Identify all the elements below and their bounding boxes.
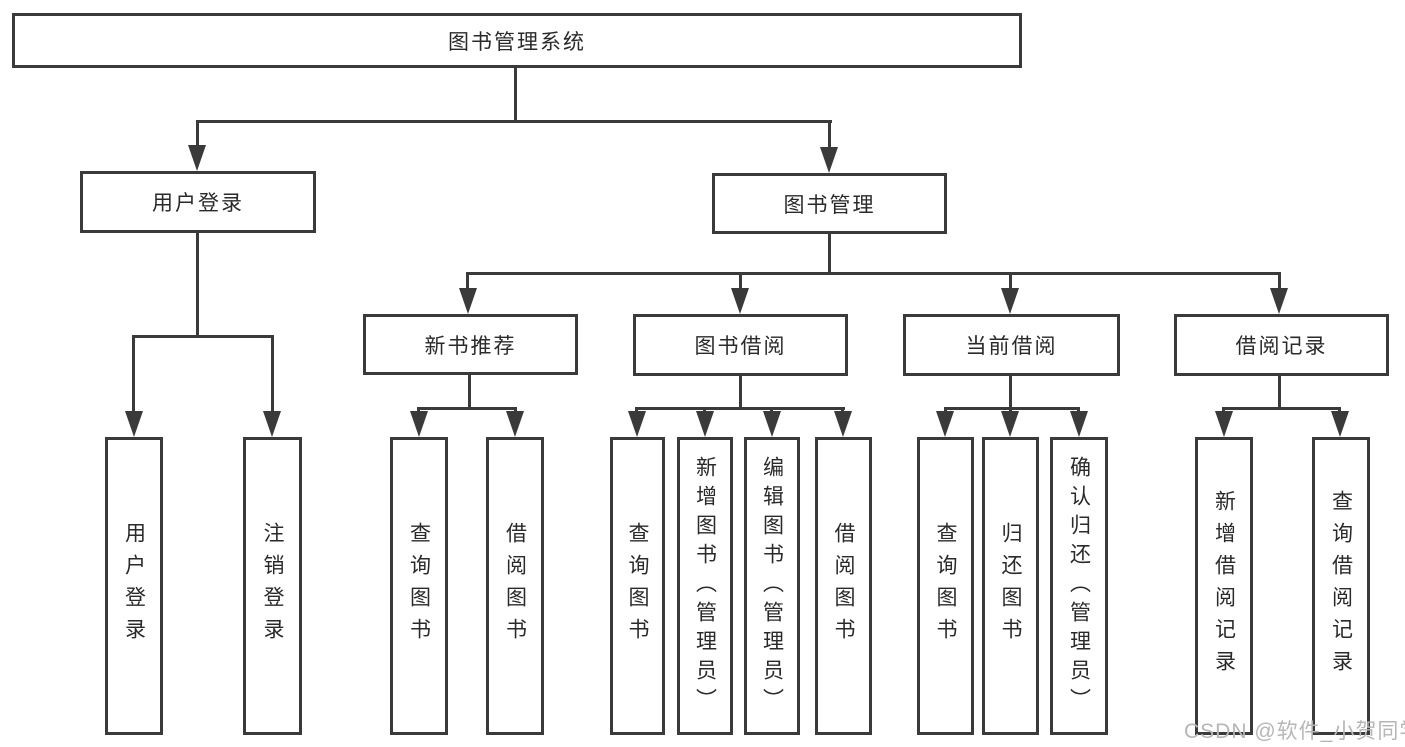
node-user-login-label: 用户登录 <box>152 192 244 215</box>
connector-line <box>1222 407 1341 410</box>
node-user-login: 用户登录 <box>80 171 316 233</box>
connector-line <box>196 120 199 150</box>
leaf-borrow-borrow-label: 借阅图书 <box>832 522 855 650</box>
arrowhead-icon <box>125 411 143 437</box>
arrowhead-icon <box>263 411 281 437</box>
connector-line <box>636 407 845 410</box>
leaf-newbooks-borrow: 借阅图书 <box>486 437 544 735</box>
arrowhead-icon <box>459 288 477 314</box>
node-root: 图书管理系统 <box>12 13 1022 68</box>
node-new-books-label: 新书推荐 <box>424 334 517 358</box>
connector-line <box>196 233 199 337</box>
node-book-borrow-label: 图书借阅 <box>694 335 787 358</box>
leaf-records-query-label: 查询借阅记录 <box>1329 490 1353 682</box>
connector-line <box>466 272 1281 275</box>
arrowhead-icon <box>1215 411 1233 437</box>
arrowhead-icon <box>820 147 838 173</box>
leaf-borrow-query-label: 查询图书 <box>626 522 649 650</box>
connector-line <box>739 376 742 409</box>
arrowhead-icon <box>834 411 852 437</box>
leaf-borrow-edit-label: 编辑图书（管理员） <box>760 455 784 717</box>
csdn-watermark: CSDN @软件_小贺同学 <box>1184 720 1405 743</box>
node-current-borrow-label: 当前借阅 <box>965 335 1058 358</box>
arrowhead-icon <box>763 411 781 437</box>
leaf-borrow-add-label: 新增图书（管理员） <box>693 455 717 717</box>
arrowhead-icon <box>696 411 714 437</box>
leaf-current-confirm-label: 确认归还（管理员） <box>1067 455 1091 717</box>
leaf-current-query-label: 查询图书 <box>934 522 957 650</box>
leaf-newbooks-borrow-label: 借阅图书 <box>503 522 527 650</box>
connector-line <box>1009 376 1012 409</box>
leaf-current-return-label: 归还图书 <box>999 522 1022 650</box>
arrowhead-icon <box>1001 411 1019 437</box>
connector-line <box>828 120 831 150</box>
leaf-logout-label: 注销登录 <box>261 522 284 650</box>
arrowhead-icon <box>188 145 206 171</box>
connector-line <box>271 335 274 415</box>
connector-line <box>739 272 742 294</box>
node-borrow-records-label: 借阅记录 <box>1235 335 1328 358</box>
leaf-user-login: 用户登录 <box>105 437 163 735</box>
arrowhead-icon <box>506 411 524 437</box>
arrowhead-icon <box>628 411 646 437</box>
leaf-records-query: 查询借阅记录 <box>1312 437 1370 735</box>
leaf-borrow-edit: 编辑图书（管理员） <box>744 437 800 735</box>
leaf-borrow-query: 查询图书 <box>610 437 665 735</box>
connector-line <box>1009 272 1012 294</box>
node-borrow-records: 借阅记录 <box>1174 314 1389 376</box>
leaf-newbooks-query: 查询图书 <box>390 437 448 735</box>
connector-line <box>468 375 471 409</box>
node-book-mgmt: 图书管理 <box>712 173 947 234</box>
leaf-borrow-add: 新增图书（管理员） <box>677 437 733 735</box>
arrowhead-icon <box>1001 288 1019 314</box>
connector-line <box>466 272 469 294</box>
node-book-borrow: 图书借阅 <box>633 314 848 376</box>
leaf-current-query: 查询图书 <box>917 437 974 735</box>
arrowhead-icon <box>936 411 954 437</box>
connector-line <box>132 335 135 415</box>
connector-line <box>418 407 517 410</box>
connector-line <box>196 120 832 123</box>
leaf-logout: 注销登录 <box>243 437 302 735</box>
leaf-records-add-label: 新增借阅记录 <box>1212 490 1236 682</box>
node-new-books: 新书推荐 <box>363 314 578 375</box>
leaf-newbooks-query-label: 查询图书 <box>407 522 431 650</box>
arrowhead-icon <box>410 411 428 437</box>
leaf-current-confirm: 确认归还（管理员） <box>1050 437 1108 735</box>
connector-line <box>828 234 831 274</box>
arrowhead-icon <box>731 288 749 314</box>
arrowhead-icon <box>1270 288 1288 314</box>
node-root-label: 图书管理系统 <box>448 30 586 54</box>
connector-line <box>1278 272 1281 294</box>
connector-line <box>1278 376 1281 409</box>
connector-line <box>132 335 274 338</box>
leaf-records-add: 新增借阅记录 <box>1195 437 1253 735</box>
leaf-user-login-label: 用户登录 <box>122 522 146 650</box>
arrowhead-icon <box>1070 411 1088 437</box>
connector-line <box>514 68 517 123</box>
node-current-borrow: 当前借阅 <box>903 314 1120 376</box>
leaf-current-return: 归还图书 <box>982 437 1039 735</box>
connector-line <box>944 407 1080 410</box>
node-book-mgmt-label: 图书管理 <box>783 193 876 217</box>
arrowhead-icon <box>1331 411 1349 437</box>
leaf-borrow-borrow: 借阅图书 <box>815 437 872 735</box>
